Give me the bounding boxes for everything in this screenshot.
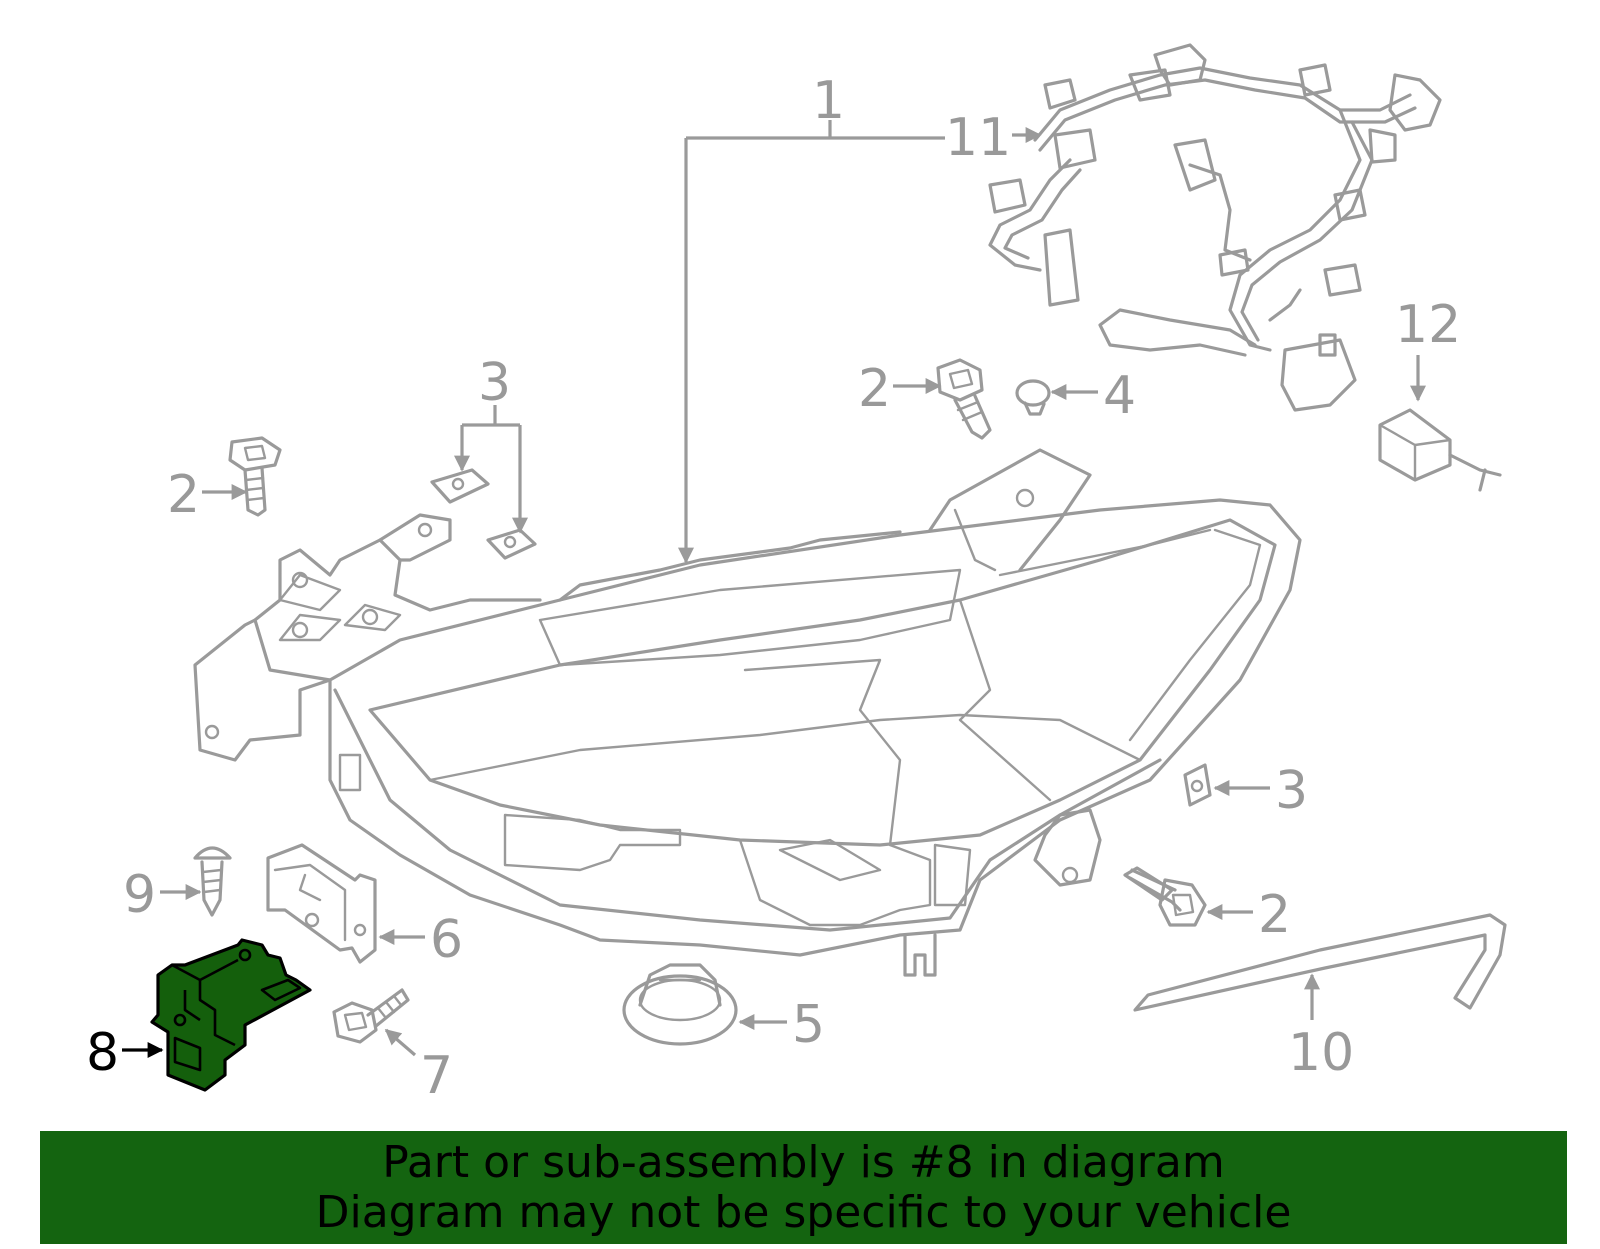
callout-2-top-center: 2 <box>858 359 891 419</box>
grommet[interactable] <box>1015 379 1051 416</box>
callout-2-right: 2 <box>1258 885 1291 945</box>
info-banner: Part or sub-assembly is #8 in diagram Di… <box>40 1131 1567 1244</box>
banner-line-1: Part or sub-assembly is #8 in diagram <box>382 1136 1225 1188</box>
trim-strip[interactable] <box>1133 913 1507 1012</box>
callout-8-highlighted: 8 <box>86 1023 119 1083</box>
callout-11: 11 <box>945 108 1011 168</box>
wiring-harness[interactable] <box>988 43 1442 412</box>
callout-10: 10 <box>1288 1023 1354 1083</box>
bracket[interactable] <box>266 843 377 964</box>
bolt-top-left[interactable] <box>228 436 282 517</box>
callout-1: 1 <box>812 71 845 131</box>
headlamp-assembly[interactable] <box>193 448 1302 977</box>
callout-12: 12 <box>1395 295 1461 355</box>
callout-3-upper: 3 <box>478 353 511 413</box>
callout-9: 9 <box>123 865 156 925</box>
callout-6: 6 <box>430 910 463 970</box>
cap[interactable] <box>622 963 738 1046</box>
callout-5: 5 <box>792 995 825 1055</box>
callout-4: 4 <box>1103 366 1136 426</box>
screw[interactable] <box>193 846 232 917</box>
callout-7: 7 <box>420 1046 453 1106</box>
clip-upper-b[interactable] <box>486 528 537 560</box>
leader-lines <box>122 120 1426 1058</box>
callout-labels: 1 11 3 2 2 4 12 3 2 9 6 7 5 10 8 <box>86 71 1461 1106</box>
sensor[interactable] <box>1378 408 1502 492</box>
callout-3-right: 3 <box>1275 761 1308 821</box>
clip-right[interactable] <box>1183 763 1212 807</box>
banner-line-2: Diagram may not be specific to your vehi… <box>315 1186 1292 1238</box>
clip-upper-a[interactable] <box>430 468 490 504</box>
bolt-right[interactable] <box>1123 866 1207 927</box>
small-bolt[interactable] <box>332 988 410 1044</box>
bolt-top-center[interactable] <box>936 358 992 440</box>
callout-2-top-left: 2 <box>167 465 200 525</box>
control-module-highlighted[interactable] <box>150 938 312 1092</box>
